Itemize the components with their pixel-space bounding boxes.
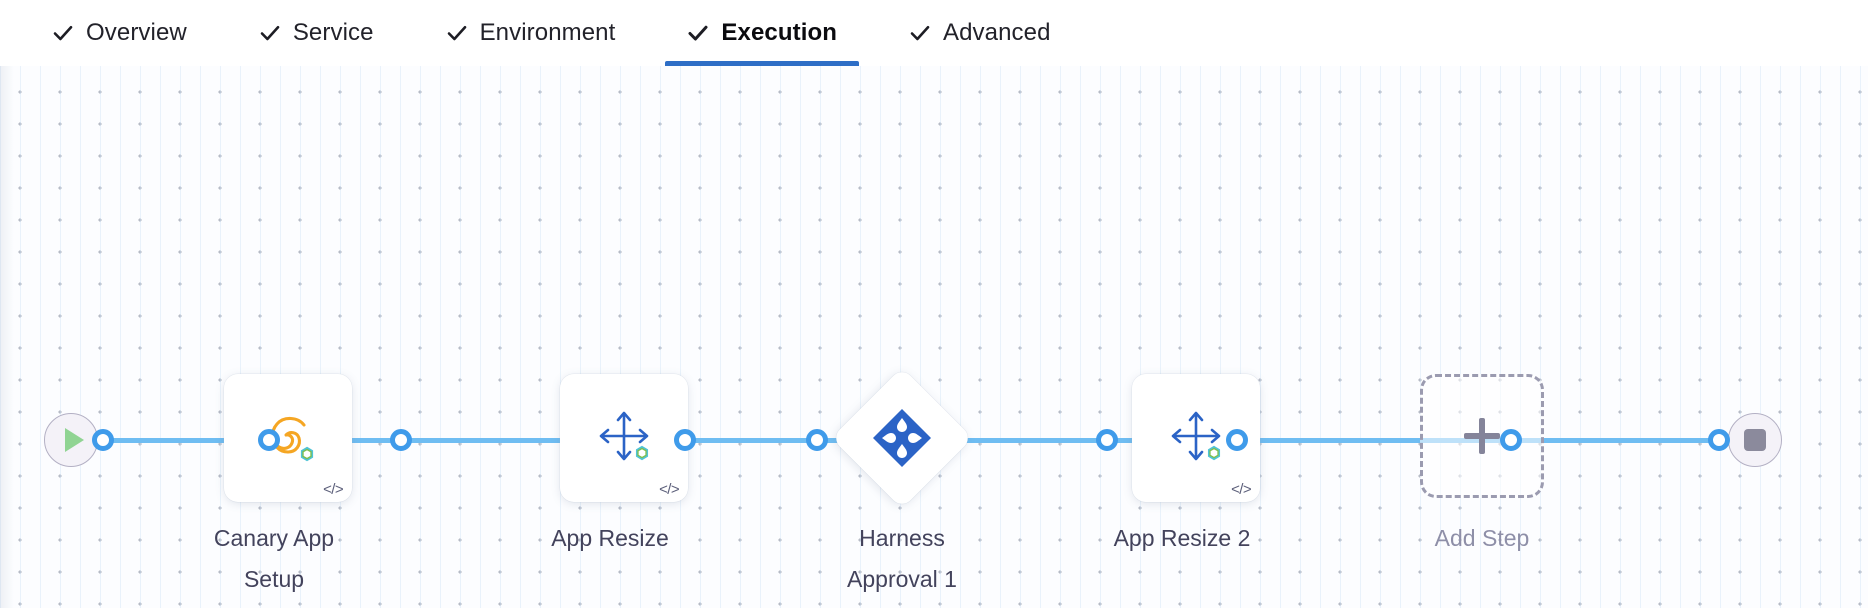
start-node[interactable] — [44, 413, 98, 467]
step-label-harness-approval-1: Harness Approval 1 — [847, 525, 957, 592]
step-label-app-resize: App Resize — [551, 525, 669, 551]
tab-overview[interactable]: Overview — [30, 0, 209, 66]
connector-port[interactable] — [258, 429, 280, 451]
check-icon — [446, 22, 468, 44]
pipeline-canvas[interactable]: </> Canary App Setup — [0, 66, 1868, 608]
step-label-canary-app-setup: Canary App Setup — [213, 525, 335, 592]
tab-environment[interactable]: Environment — [424, 0, 638, 66]
tab-advanced[interactable]: Advanced — [887, 0, 1073, 66]
connector-port[interactable] — [1096, 429, 1118, 451]
end-node[interactable] — [1728, 413, 1782, 467]
step-card[interactable]: </> — [224, 374, 352, 502]
check-icon — [259, 22, 281, 44]
tab-label: Service — [292, 19, 374, 46]
tab-service[interactable]: Service — [237, 0, 396, 66]
tab-execution[interactable]: Execution — [665, 0, 859, 66]
resize-arrows-icon — [1166, 406, 1226, 471]
connector-port[interactable] — [92, 429, 114, 451]
check-icon — [909, 22, 931, 44]
step-label-app-resize-2: App Resize 2 — [1113, 525, 1251, 551]
code-badge-icon: </> — [659, 481, 679, 498]
pipeline-stage: </> Canary App Setup — [0, 66, 1868, 608]
connector-port[interactable] — [806, 429, 828, 451]
tab-label: Advanced — [943, 19, 1051, 46]
step-node-harness-approval-1[interactable] — [831, 367, 973, 509]
tab-label: Environment — [479, 19, 616, 46]
tab-label: Overview — [86, 19, 187, 46]
add-step-dashed-box[interactable] — [1420, 374, 1544, 498]
play-icon — [64, 428, 84, 452]
check-icon — [687, 22, 709, 44]
code-badge-icon: </> — [1231, 481, 1251, 498]
resize-arrows-icon — [594, 406, 654, 471]
connector-port[interactable] — [674, 429, 696, 451]
tab-label: Execution — [721, 19, 837, 46]
connector-port[interactable] — [1226, 429, 1248, 451]
step-node-app-resize[interactable]: </> — [560, 374, 688, 502]
plus-icon — [1464, 418, 1500, 454]
check-icon — [52, 22, 74, 44]
connector-port[interactable] — [1500, 429, 1522, 451]
add-step-node[interactable] — [1420, 374, 1544, 498]
step-node-canary-app-setup[interactable]: </> — [224, 374, 352, 502]
wizard-tab-bar: Overview Service Environment Execution A… — [0, 0, 1868, 66]
step-card[interactable]: </> — [560, 374, 688, 502]
code-badge-icon: </> — [323, 481, 343, 498]
approval-diamond-shape[interactable] — [831, 367, 973, 509]
connector-port[interactable] — [390, 429, 412, 451]
stop-icon — [1744, 429, 1766, 451]
add-step-label: Add Step — [1434, 525, 1530, 551]
connector-port[interactable] — [1708, 429, 1730, 451]
